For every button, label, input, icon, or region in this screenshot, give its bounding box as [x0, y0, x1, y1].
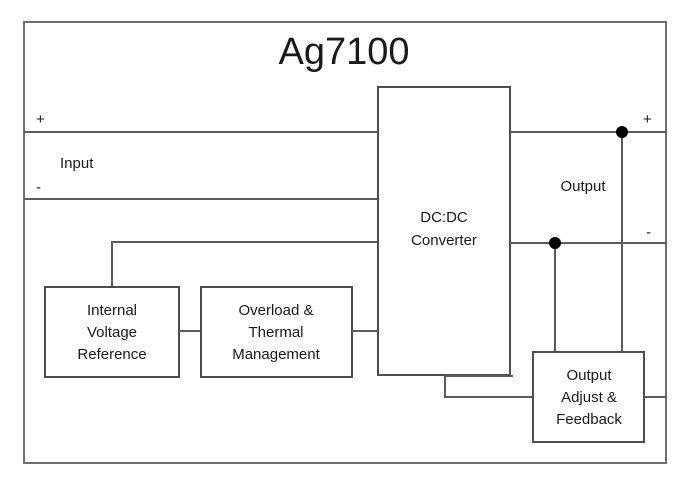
block-output-adjust-feedback[interactable]	[532, 351, 645, 443]
block-overload-thermal-management-line-1: Overload &	[238, 302, 313, 319]
block-overload-thermal-management-line-2: Thermal	[248, 324, 303, 341]
block-output-adjust-feedback-line-3: Feedback	[556, 411, 622, 428]
output-negative-label: -	[646, 224, 651, 241]
feedback-control-wire	[444, 375, 533, 398]
reference-feed-wire	[111, 241, 378, 287]
block-output-adjust-feedback-line-1: Output	[566, 367, 612, 384]
block-internal-voltage-reference-line-1: Internal	[87, 302, 137, 319]
block-internal-voltage-reference-line-3: Reference	[77, 346, 146, 363]
page-title: Ag7100	[278, 31, 409, 73]
input-negative-label: -	[36, 179, 41, 196]
junction-dot-positive	[616, 126, 628, 138]
block-internal-voltage-reference-line-2: Voltage	[87, 324, 137, 341]
output-group-label: Output	[560, 178, 606, 195]
block-internal-voltage-reference[interactable]	[44, 286, 180, 378]
block-dcdc-converter-line-1: DC:DC	[420, 209, 468, 226]
junction-dot-negative	[549, 237, 561, 249]
block-overload-thermal-management-line-3: Management	[232, 346, 320, 363]
output-positive-label: +	[643, 111, 652, 128]
input-positive-label: +	[36, 111, 45, 128]
block-dcdc-converter-line-2: Converter	[411, 232, 477, 249]
input-group-label: Input	[60, 155, 94, 172]
block-dcdc-converter[interactable]	[377, 86, 511, 376]
block-output-adjust-feedback-line-2: Adjust &	[561, 389, 617, 406]
